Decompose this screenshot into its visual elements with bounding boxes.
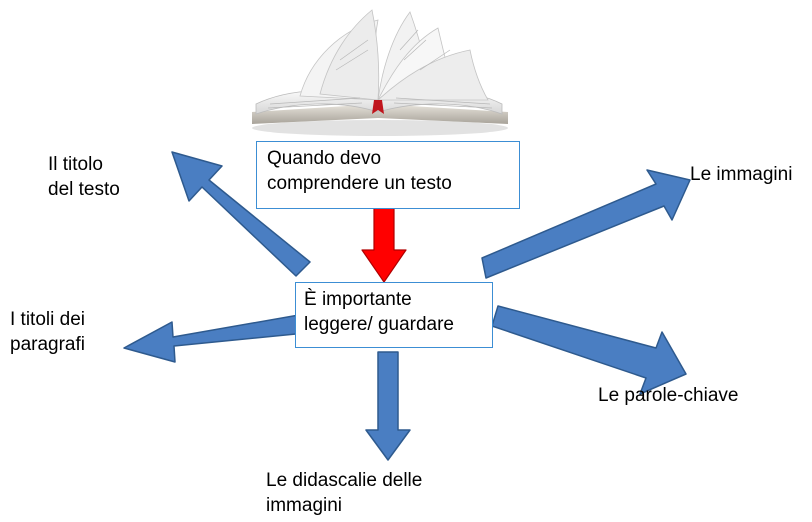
label-didascalie-line-2: immagini: [266, 495, 343, 516]
central-line-1: È importante: [304, 289, 412, 310]
arrow-to-parole-chiave: [491, 305, 687, 395]
arrow-to-titolo: [171, 151, 311, 277]
arrow-center-red: [361, 207, 407, 283]
label-titoli-paragrafi-line-2: paragrafi: [10, 334, 85, 355]
label-titolo: Il titolo del testo: [48, 152, 120, 202]
arrow-to-didascalie: [365, 351, 411, 461]
label-parole-chiave-line-1: Le parole-chiave: [598, 385, 739, 406]
open-book-icon: [252, 9, 508, 136]
label-didascalie-line-1: Le didascalie delle: [266, 470, 423, 491]
label-immagini-line-1: Le immagini: [690, 164, 793, 185]
label-titolo-line-1: Il titolo: [48, 154, 103, 175]
label-titoli-paragrafi: I titoli dei paragrafi: [10, 307, 85, 357]
label-didascalie: Le didascalie delle immagini: [266, 468, 422, 518]
question-line-1: Quando devo: [267, 148, 382, 169]
label-immagini: Le immagini: [690, 162, 792, 187]
label-titoli-paragrafi-line-1: I titoli dei: [10, 309, 85, 330]
question-box: Quando devo comprendere un testo: [256, 141, 520, 209]
label-titolo-line-2: del testo: [48, 179, 120, 200]
arrow-to-titoli-paragrafi: [123, 311, 317, 363]
central-concept-box: È importante leggere/ guardare: [295, 282, 493, 348]
label-parole-chiave: Le parole-chiave: [598, 383, 738, 408]
question-line-2: comprendere un testo: [267, 173, 452, 194]
central-line-2: leggere/ guardare: [304, 314, 454, 335]
arrow-to-immagini: [481, 169, 691, 279]
